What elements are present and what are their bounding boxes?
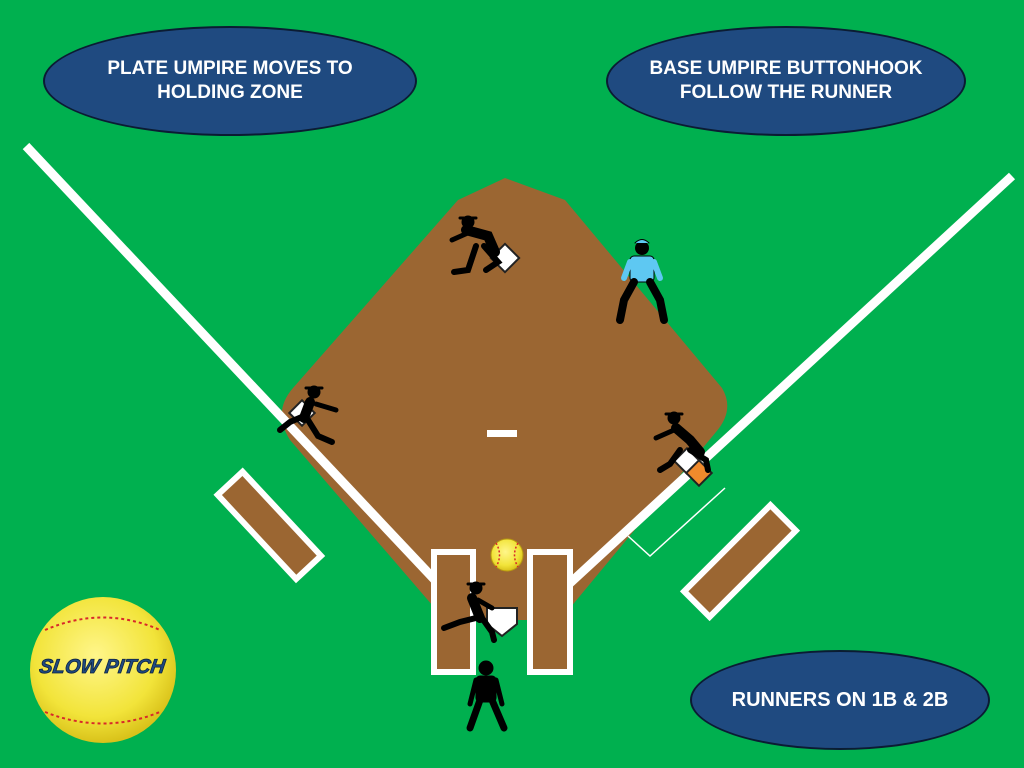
third-base-foul-line [22,142,454,600]
plate-umpire-callout: PLATE UMPIRE MOVES TO HOLDING ZONE [43,26,417,136]
batter-runner-icon [441,581,497,643]
pitchers-plate [487,430,517,437]
third-base-coach-box [213,467,326,584]
third-baseman-icon [277,385,339,445]
right-batters-box [527,549,573,675]
first-base-foul-line [552,172,1016,600]
runner-at-second-icon [449,215,503,275]
first-base-running-lane [627,487,726,558]
plate-umpire-icon [466,660,508,732]
infield-dirt [281,178,728,620]
logo-text: SLOW PITCH [38,656,167,678]
plate-umpire-callout-line2: HOLDING ZONE [157,82,303,103]
runner-at-first-icon [653,411,711,473]
slow-pitch-logo: SLOW PITCH [30,597,176,743]
first-base-coach-box [679,500,801,622]
base-umpire-callout: BASE UMPIRE BUTTONHOOK FOLLOW THE RUNNER [606,26,966,136]
left-batters-box [431,549,476,675]
softball-icon [490,538,524,572]
base-umpire-callout-line1: BASE UMPIRE BUTTONHOOK [649,58,923,79]
runners-callout: RUNNERS ON 1B & 2B [690,650,990,750]
base-umpire-icon [616,239,668,324]
plate-umpire-callout-line1: PLATE UMPIRE MOVES TO [107,58,353,79]
runners-callout-text: RUNNERS ON 1B & 2B [731,688,949,711]
base-umpire-callout-line2: FOLLOW THE RUNNER [679,82,893,103]
